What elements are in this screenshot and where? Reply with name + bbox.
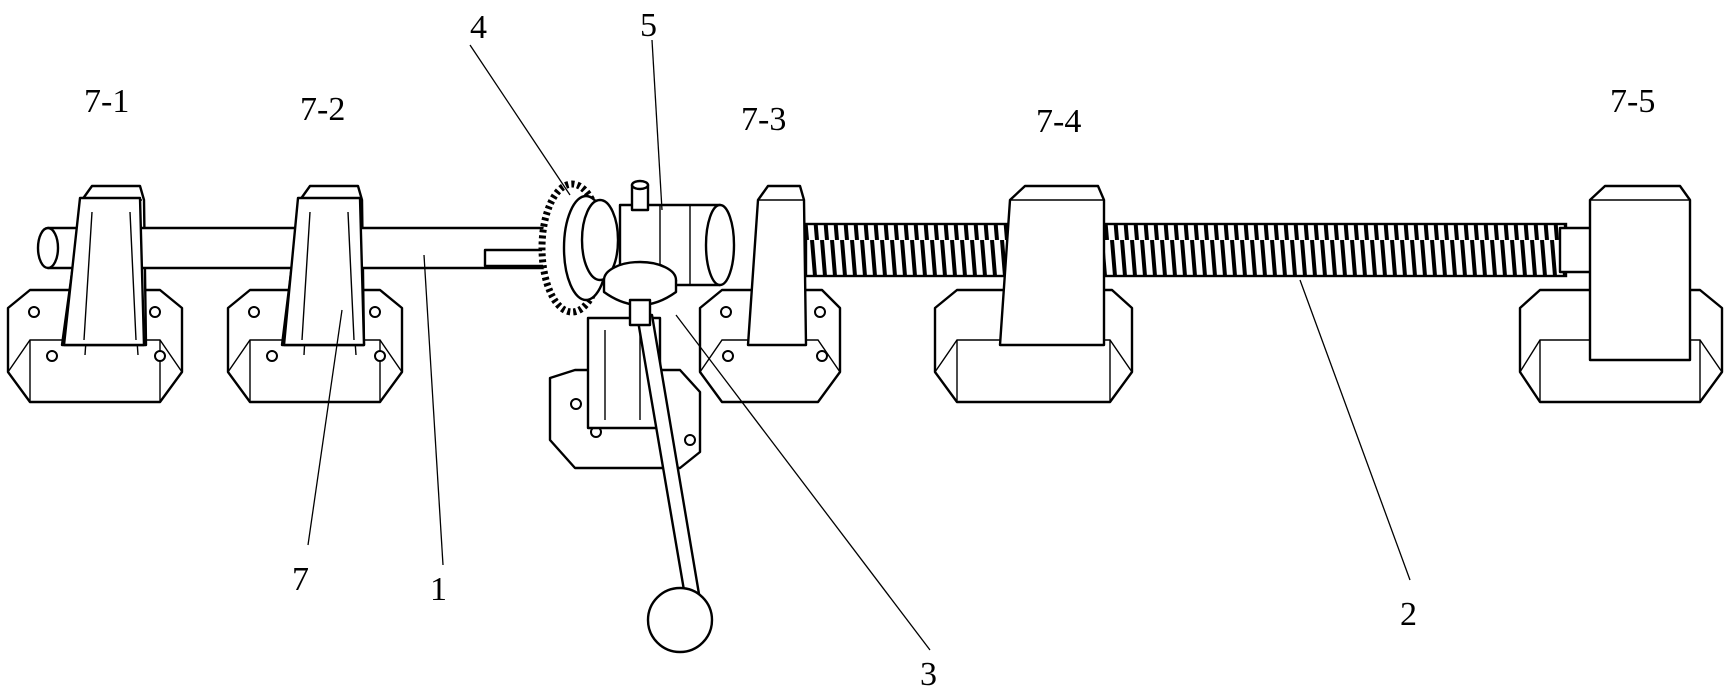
lead-screw-2 — [804, 222, 1602, 278]
label-7-4: 7-4 — [1036, 103, 1081, 140]
pillow-block-7-4 — [933, 184, 1134, 404]
leader-lines — [307, 39, 1411, 651]
label-7: 7 — [292, 561, 309, 598]
label-5: 5 — [640, 7, 657, 44]
pillow-block-7-2-front — [282, 196, 366, 347]
label-7-3: 7-3 — [741, 101, 786, 138]
gear-support-base — [548, 316, 702, 470]
lever-handle — [602, 260, 714, 654]
label-2: 2 — [1400, 596, 1417, 633]
pillow-block-7-3 — [698, 184, 842, 404]
label-4: 4 — [470, 9, 487, 46]
bevel-gear-4 — [538, 180, 620, 316]
label-3: 3 — [920, 656, 937, 692]
label-7-2: 7-2 — [300, 91, 345, 128]
label-1: 1 — [430, 571, 447, 608]
label-7-5: 7-5 — [1610, 83, 1655, 120]
pillow-block-7-5 — [1518, 184, 1724, 404]
label-7-1: 7-1 — [84, 83, 129, 120]
pillow-block-7-1-front — [62, 196, 146, 347]
